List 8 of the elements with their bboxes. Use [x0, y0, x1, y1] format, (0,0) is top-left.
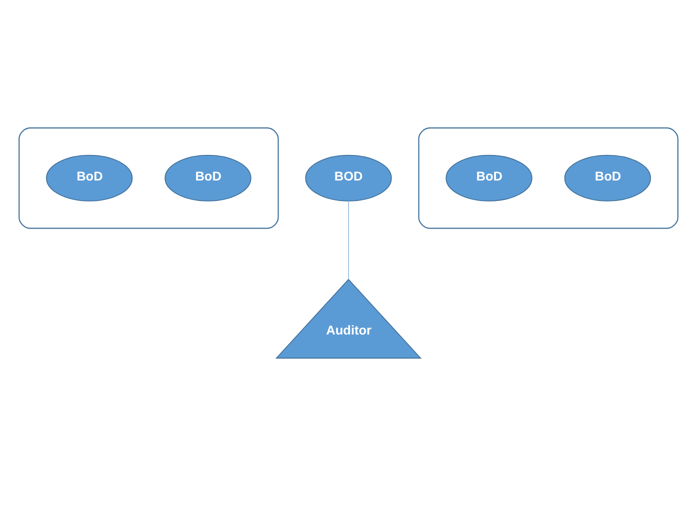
connector [348, 200, 349, 280]
cluster [18, 127, 279, 229]
cluster [418, 127, 678, 229]
node-ellipse: BoD [446, 154, 532, 202]
node-ellipse: BoD [46, 154, 133, 202]
node-ellipse: BOD [305, 154, 392, 202]
node-ellipse: BoD [564, 154, 651, 202]
node-ellipse: BoD [164, 154, 252, 202]
